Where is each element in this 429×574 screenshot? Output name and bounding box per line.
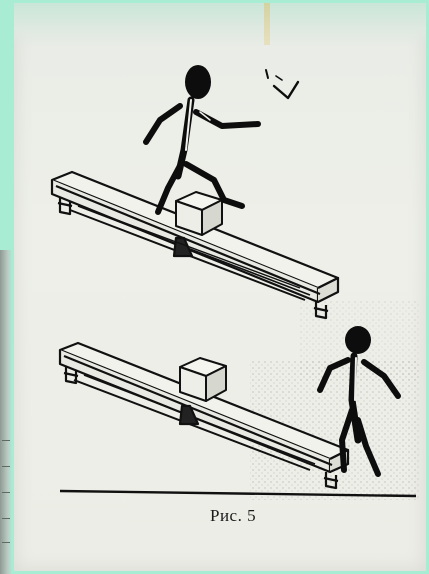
upper-box — [176, 192, 222, 235]
upper-scene — [52, 65, 338, 318]
figure-walking-on-bench-icon — [146, 65, 298, 212]
figure-caption: Рис. 5 — [210, 506, 290, 526]
lower-box — [180, 358, 226, 401]
lower-scene — [60, 300, 420, 500]
